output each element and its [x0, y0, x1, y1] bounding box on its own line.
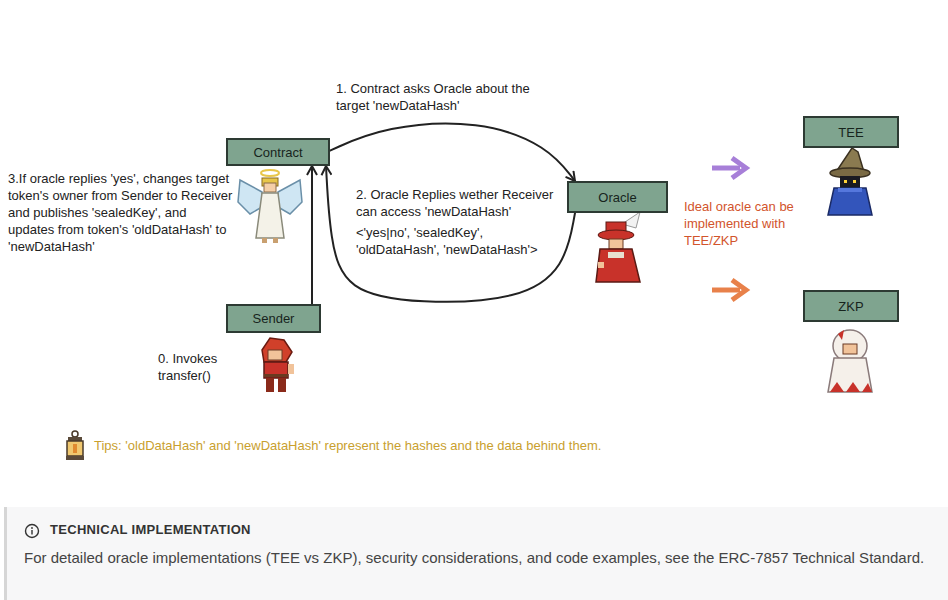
tee-pointer-arrow [712, 158, 746, 178]
callout-panel: TECHNICAL IMPLEMENTATION For detailed ora… [4, 507, 948, 600]
node-title: TEE [838, 125, 863, 140]
edge-label: 1. Contract asks Oracle about the target… [336, 80, 551, 114]
node-title: ZKP [838, 299, 863, 314]
step-note: 0. Invokes transfer() [158, 350, 242, 384]
angel-figure [238, 170, 302, 243]
sender-box: Sender [226, 304, 321, 333]
flow-arrow [326, 166, 575, 302]
node-title: TECHNICAL IMPLEMENTATION [50, 520, 928, 540]
oracle-box: Oracle [567, 181, 668, 213]
flow-arrow [330, 124, 575, 181]
lantern-icon [66, 431, 84, 460]
tee-box: TEE [803, 116, 899, 148]
step-note: 3.If oracle replies 'yes', changes targe… [8, 170, 236, 255]
node-body: For detailed oracle implementations (TEE… [24, 546, 928, 570]
zkp-pointer-arrow [712, 280, 746, 300]
tech-panel-ground [4, 507, 948, 600]
flow-arrow [311, 166, 313, 304]
red-mage-figure [596, 212, 640, 282]
white-mage-figure [828, 330, 872, 392]
oracle-note: Ideal oracle can be implemented with TEE… [684, 198, 798, 249]
sender-figure [262, 338, 294, 392]
contract-box: Contract [226, 138, 330, 166]
node-title: Sender [253, 311, 295, 326]
reply-tuple: <'yes|no', 'sealedKey', 'oldDataHash', '… [356, 224, 561, 258]
info-icon [26, 525, 39, 538]
node-title: Contract [253, 145, 302, 160]
black-mage-figure [828, 148, 872, 215]
node-title: Oracle [598, 190, 636, 205]
zkp-box: ZKP [803, 290, 899, 322]
edge-label: 2. Oracle Replies wether Receiver can ac… [356, 186, 561, 220]
tip-note: Tips: 'oldDataHash' and 'newDataHash' re… [94, 437, 734, 454]
